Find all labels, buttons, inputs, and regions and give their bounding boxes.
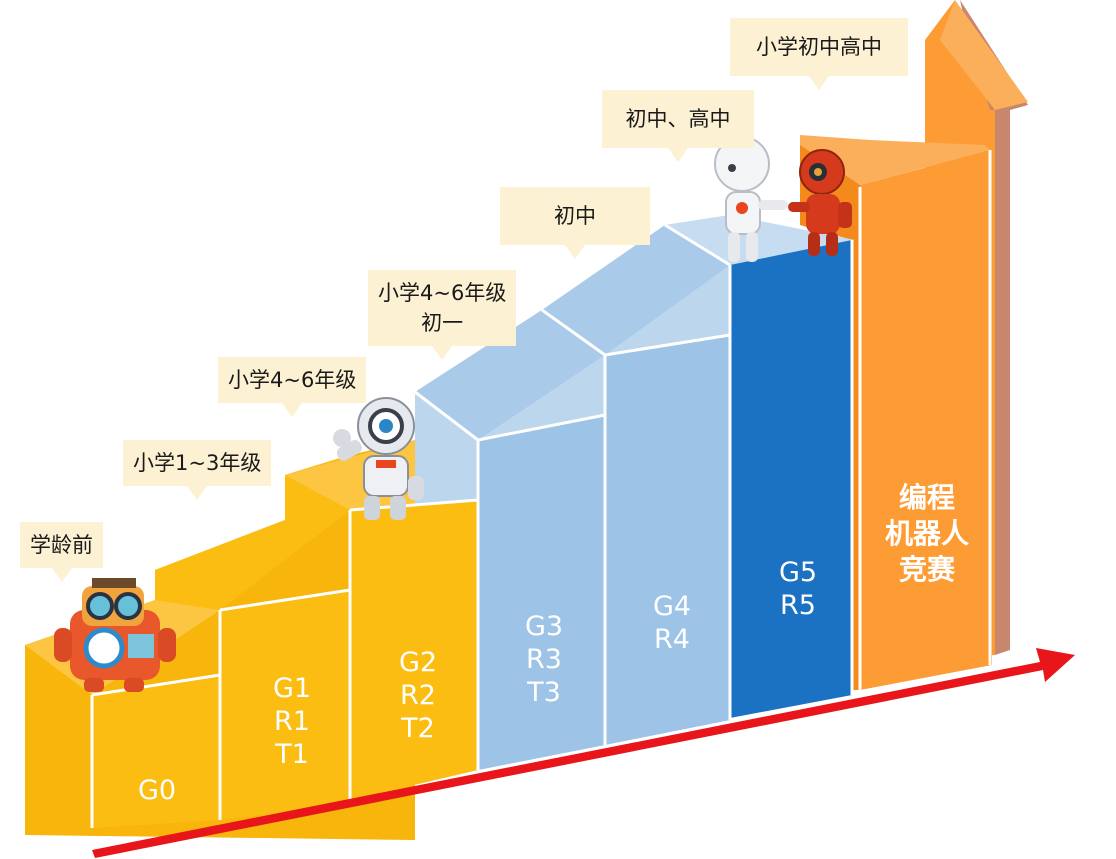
white-robot-icon — [714, 136, 788, 262]
red-arrow-body — [92, 648, 1075, 858]
goal-label-line1: 编程 — [898, 481, 955, 514]
step-g5-front — [730, 240, 852, 718]
robot-mascot-icon — [54, 578, 176, 692]
callout-g2: 小学4~6年级 — [218, 357, 367, 417]
step-label-g5: G5 R5 — [738, 556, 858, 622]
step-g4-code-r: R4 — [654, 624, 690, 655]
callout-g4: 初中 — [500, 187, 650, 259]
callout-top-text: 小学初中高中 — [756, 35, 882, 59]
step-g4-top — [542, 225, 730, 355]
step-g3-top — [415, 310, 605, 440]
step-label-g0: G0 — [97, 774, 217, 807]
callout-g5-text: 初中、高中 — [625, 107, 731, 131]
goal-label: 编程 机器人 竞赛 — [862, 480, 992, 588]
step-g1-code-t: T1 — [275, 739, 309, 770]
callout-g3: 小学4~6年级 初一 — [368, 270, 517, 360]
step-g4-code-g: G4 — [652, 591, 692, 622]
step-g2-code-g: G2 — [398, 647, 438, 678]
callout-g2-text: 小学4~6年级 — [228, 368, 357, 392]
block-top-orange-face-top — [800, 135, 990, 185]
block-top-orange — [800, 135, 992, 690]
step-g0-code: G0 — [137, 775, 177, 806]
step-g1-front — [220, 590, 350, 820]
step-g1-code-g: G1 — [272, 673, 312, 704]
block-top-orange-face-side — [800, 145, 860, 690]
step-g3-code-t: T3 — [527, 677, 561, 708]
callout-top: 小学初中高中 — [730, 18, 908, 90]
step-g0-front — [92, 675, 220, 828]
step-g2-code-t: T2 — [401, 713, 435, 744]
red-robot-icon — [788, 149, 852, 256]
step-g5-code-g: G5 — [778, 557, 818, 588]
step-label-g1: G1 R1 T1 — [232, 672, 352, 771]
step-g3-code-r: R3 — [526, 644, 562, 675]
goal-label-line3: 竞赛 — [898, 553, 955, 586]
red-progress-arrow — [92, 648, 1075, 858]
step-g4-front — [605, 335, 730, 745]
step-g2-code-r: R2 — [400, 680, 436, 711]
step-g3-front — [478, 415, 605, 770]
eye-robot-icon — [333, 397, 424, 520]
callout-g5: 初中、高中 — [602, 90, 754, 162]
step-g3-code-g: G3 — [524, 611, 564, 642]
step-label-g3: G3 R3 T3 — [484, 610, 604, 709]
callout-g0: 学龄前 — [20, 522, 103, 582]
callout-g1-text: 小学1~3年级 — [133, 451, 262, 475]
step-g5-code-r: R5 — [780, 590, 816, 621]
callout-g0-text: 学龄前 — [30, 533, 93, 557]
goal-label-line2: 机器人 — [884, 517, 969, 550]
step-label-g4: G4 R4 — [612, 590, 732, 656]
callout-g3-text-line2: 初一 — [421, 311, 464, 335]
step-g2-front — [350, 500, 478, 800]
step-label-g2: G2 R2 T2 — [358, 646, 478, 745]
step-fronts — [90, 240, 854, 828]
step-g1-code-r: R1 — [274, 706, 310, 737]
callout-g3-text-line1: 小学4~6年级 — [378, 281, 507, 305]
callout-g1: 小学1~3年级 — [123, 440, 272, 500]
arrow-head — [940, 0, 1028, 110]
callout-g4-text: 初中 — [554, 204, 596, 228]
step-g1-riser — [155, 455, 350, 610]
block-top-orange-face-front — [860, 150, 992, 690]
